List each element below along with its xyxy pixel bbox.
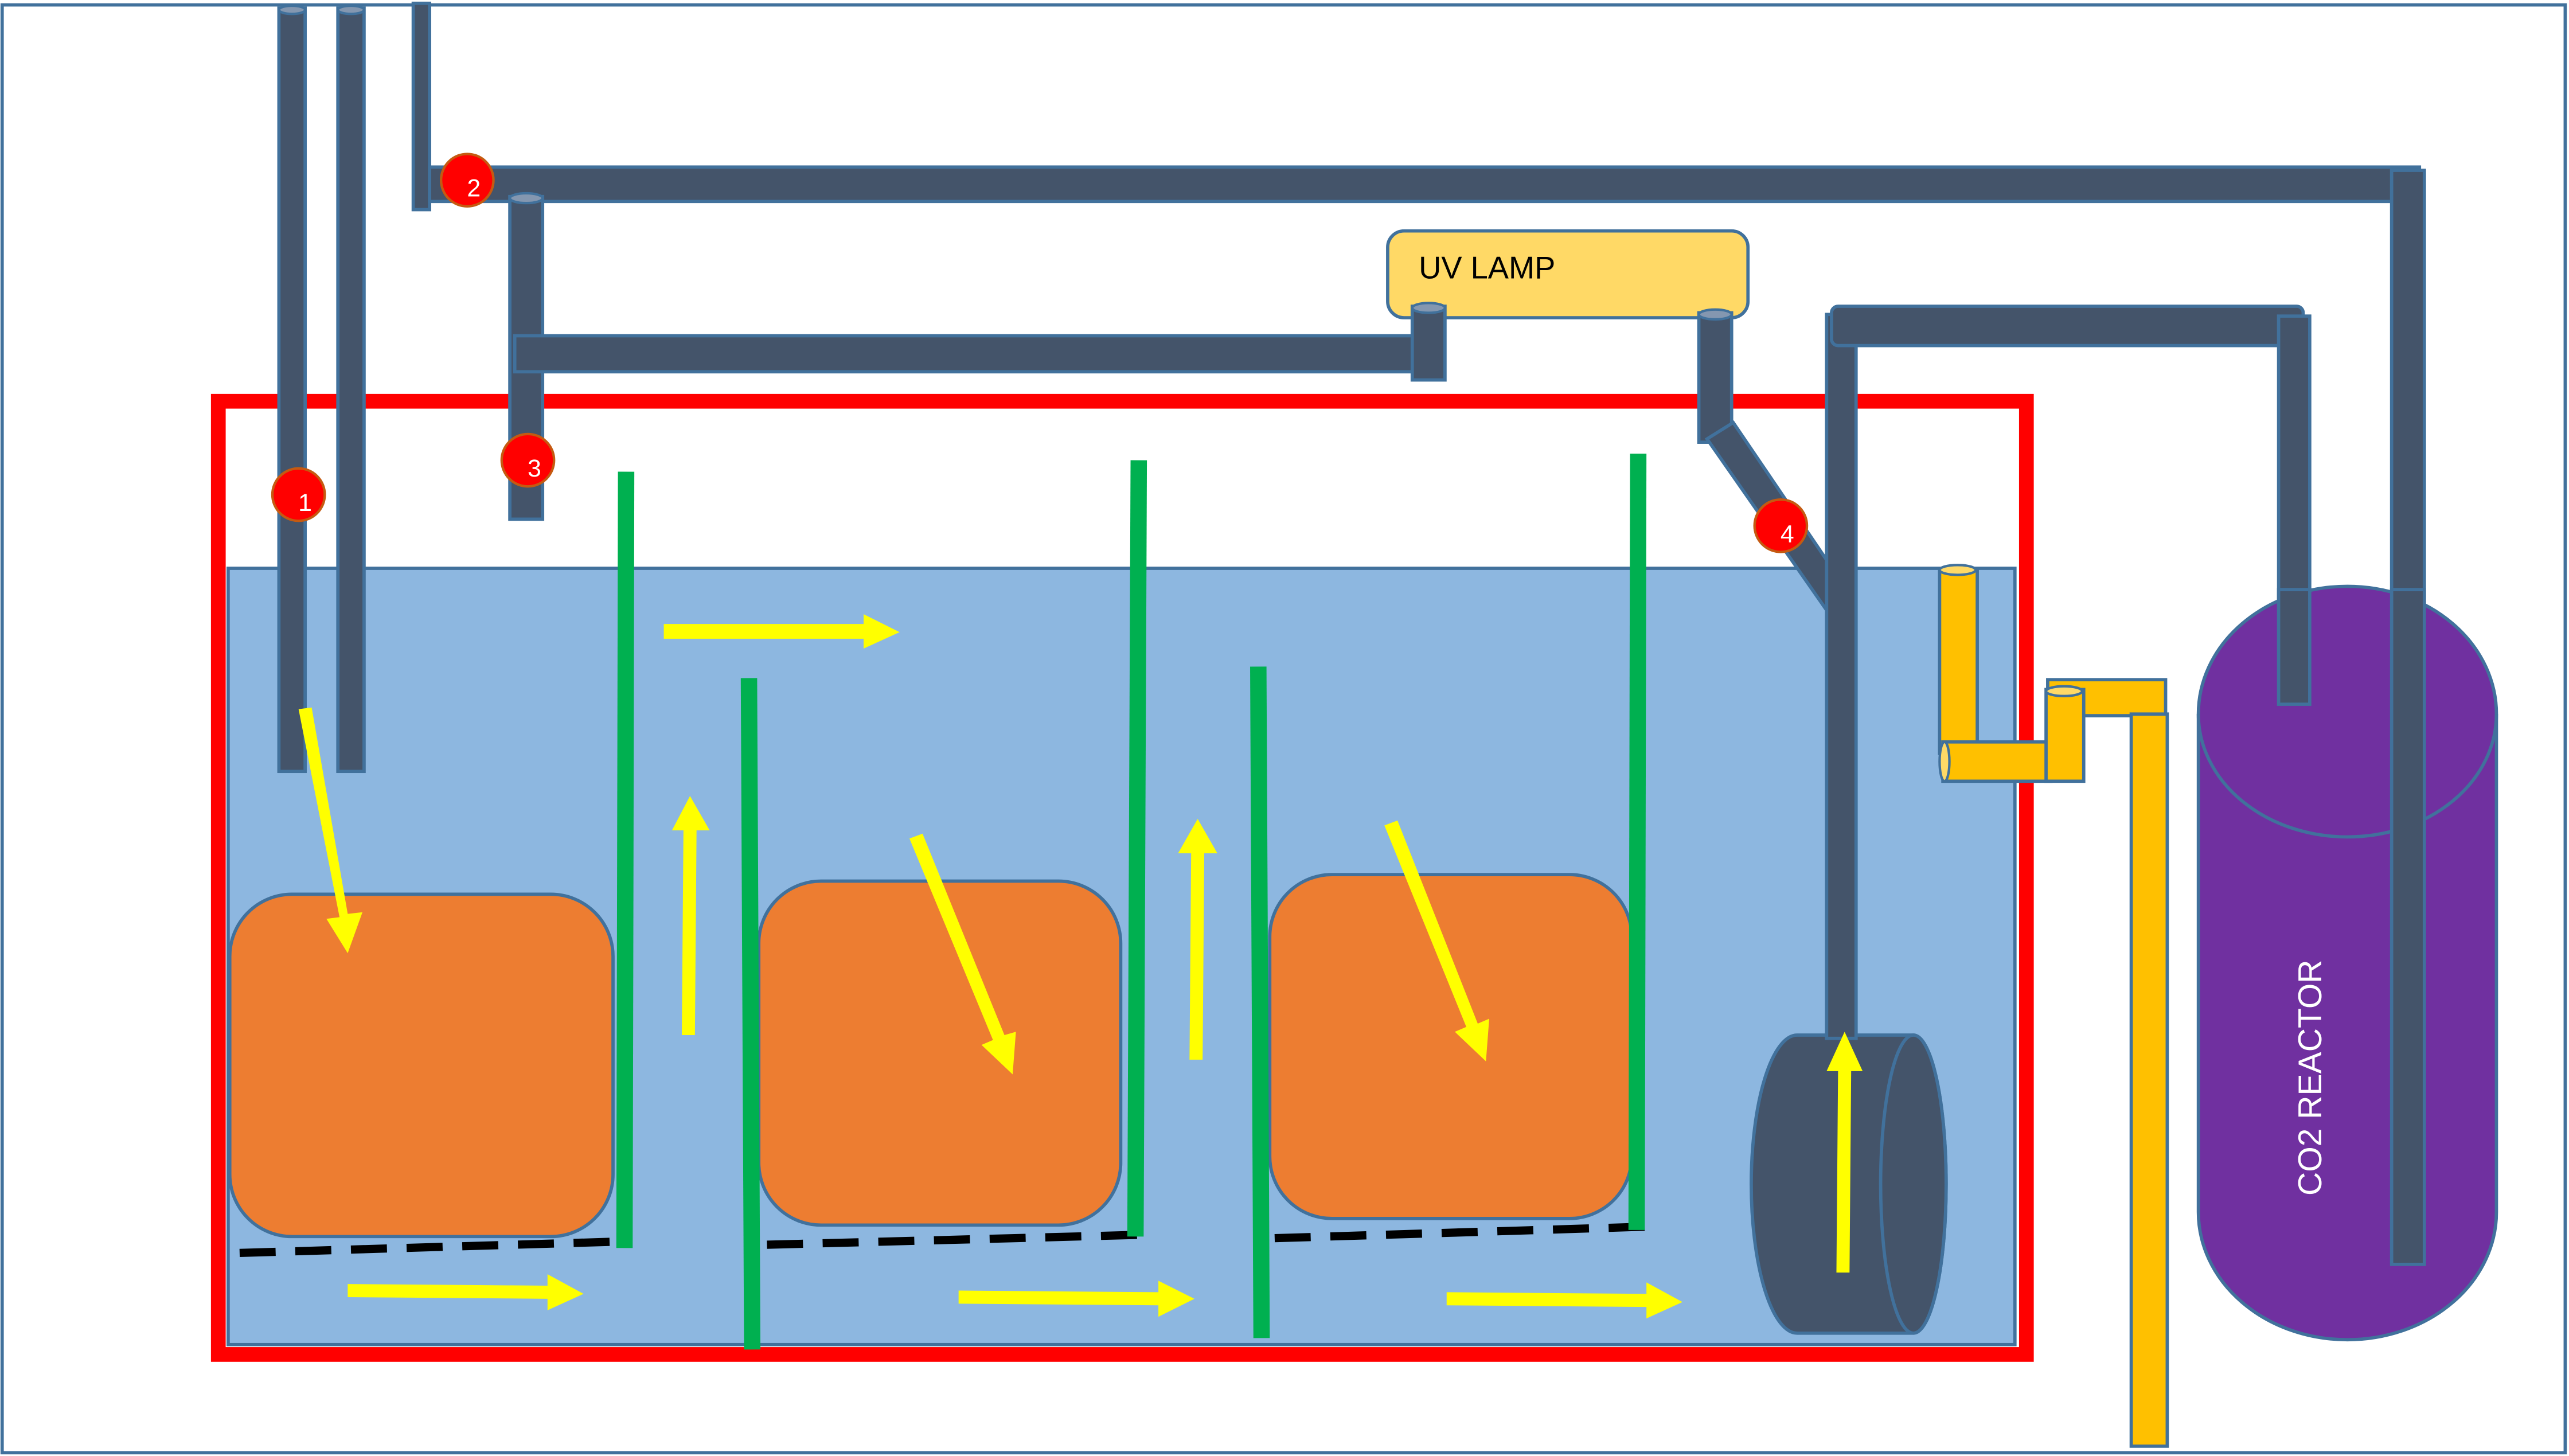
flow-arrow-down-1 xyxy=(298,707,363,954)
co2-reactor-label: CO2 REACTOR xyxy=(2292,960,2329,1196)
flow-arrow-right-top xyxy=(663,614,900,649)
shelf-2 xyxy=(767,1231,1138,1249)
marker-2: 2 xyxy=(440,153,495,208)
baffle-1 xyxy=(616,471,635,1248)
baffles xyxy=(616,454,1647,1350)
media-block-2 xyxy=(757,879,1123,1227)
flow-arrow-right-3 xyxy=(1446,1282,1683,1319)
media-block-1 xyxy=(228,892,615,1239)
baffle-5 xyxy=(1628,454,1647,1230)
media-block-3 xyxy=(1268,873,1634,1220)
flow-arrow-up-2 xyxy=(1178,819,1217,1060)
marker-2-label: 2 xyxy=(467,175,481,202)
flow-arrow-right-1 xyxy=(348,1274,584,1310)
baffle-2 xyxy=(740,678,761,1350)
marker-4-label: 4 xyxy=(1781,520,1794,548)
drain-pipe-3 xyxy=(411,1,432,212)
reactor-feed-pipe xyxy=(428,165,2422,204)
filter-shelves xyxy=(239,1223,1645,1257)
flow-arrow-down-3 xyxy=(1384,820,1490,1061)
flow-arrow-down-2 xyxy=(909,833,1016,1075)
marker-1: 1 xyxy=(271,467,326,522)
uv-outlet-pipe xyxy=(513,334,1422,374)
flow-arrow-pump-up xyxy=(1826,1032,1863,1273)
baffle-4 xyxy=(1250,666,1270,1338)
drain-pipe-1 xyxy=(277,6,307,774)
uv-outlet-stub xyxy=(1410,305,1447,382)
overflow-pipes xyxy=(1938,564,2169,1448)
uv-inlet-stub xyxy=(1697,311,1734,444)
shelf-1 xyxy=(239,1237,623,1257)
marker-4: 4 xyxy=(1753,498,1809,553)
uv-lamp xyxy=(1386,229,1750,319)
marker-1-label: 1 xyxy=(298,489,312,517)
reactor-return-pipe xyxy=(1830,305,2305,348)
uv-lamp-label: UV LAMP xyxy=(1419,251,1555,286)
drain-pipe-2 xyxy=(336,6,366,774)
shelf-3 xyxy=(1274,1223,1645,1243)
marker-3-label: 3 xyxy=(528,455,541,482)
flow-arrows xyxy=(298,614,1863,1319)
marker-3: 3 xyxy=(500,432,556,488)
pump-riser-pipe xyxy=(1825,313,1858,1040)
baffle-3 xyxy=(1127,460,1147,1237)
flow-arrow-right-2 xyxy=(958,1281,1194,1317)
co2-reactor: CO2 REACTOR xyxy=(2196,584,2498,1342)
flow-arrow-up-1 xyxy=(671,796,710,1036)
